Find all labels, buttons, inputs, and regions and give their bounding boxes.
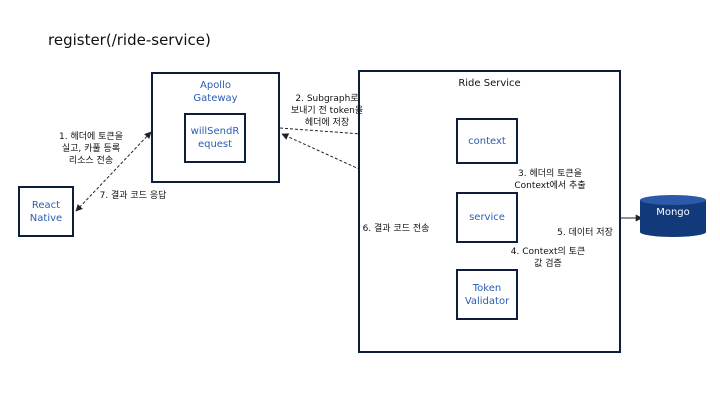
edge-label-2: 2. Subgraph로 보내기 전 token을 헤더에 저장 — [290, 94, 364, 128]
edge-label-5: 5. 데이터 저장 — [557, 228, 613, 238]
service-box — [456, 192, 518, 243]
edge-label-6: 6. 결과 코드 전송 — [362, 224, 430, 234]
token-validator-label: Token Validator — [464, 282, 510, 307]
mongo-label: Mongo — [656, 207, 690, 218]
edge-label-3: 3. 헤더의 토큰을 Context에서 추출 — [514, 169, 586, 191]
page-title: register(/ride-service) — [48, 31, 211, 49]
token-validator-box — [456, 269, 518, 320]
edge-label-1: 1. 헤더에 토큰을 실고, 카풀 등록 리소스 전송 — [59, 132, 123, 166]
will-send-request-label: willSendR equest — [190, 126, 240, 150]
will-send-request-box — [184, 113, 246, 163]
edge-label-4: 4. Context의 토큰 값 검증 — [510, 247, 586, 269]
arrow-react-gateway — [75, 131, 152, 212]
react-native-label: React Native — [29, 199, 63, 224]
context-label: context — [468, 135, 506, 147]
edge-label-7: 7. 결과 코드 응답 — [99, 191, 167, 201]
mongo-database-icon — [640, 195, 706, 237]
context-box — [456, 118, 518, 164]
react-native-box — [18, 186, 74, 237]
service-label: service — [469, 212, 505, 223]
apollo-gateway-label: Apollo Gateway — [193, 80, 238, 104]
ride-service-label: Ride Service — [458, 78, 521, 89]
